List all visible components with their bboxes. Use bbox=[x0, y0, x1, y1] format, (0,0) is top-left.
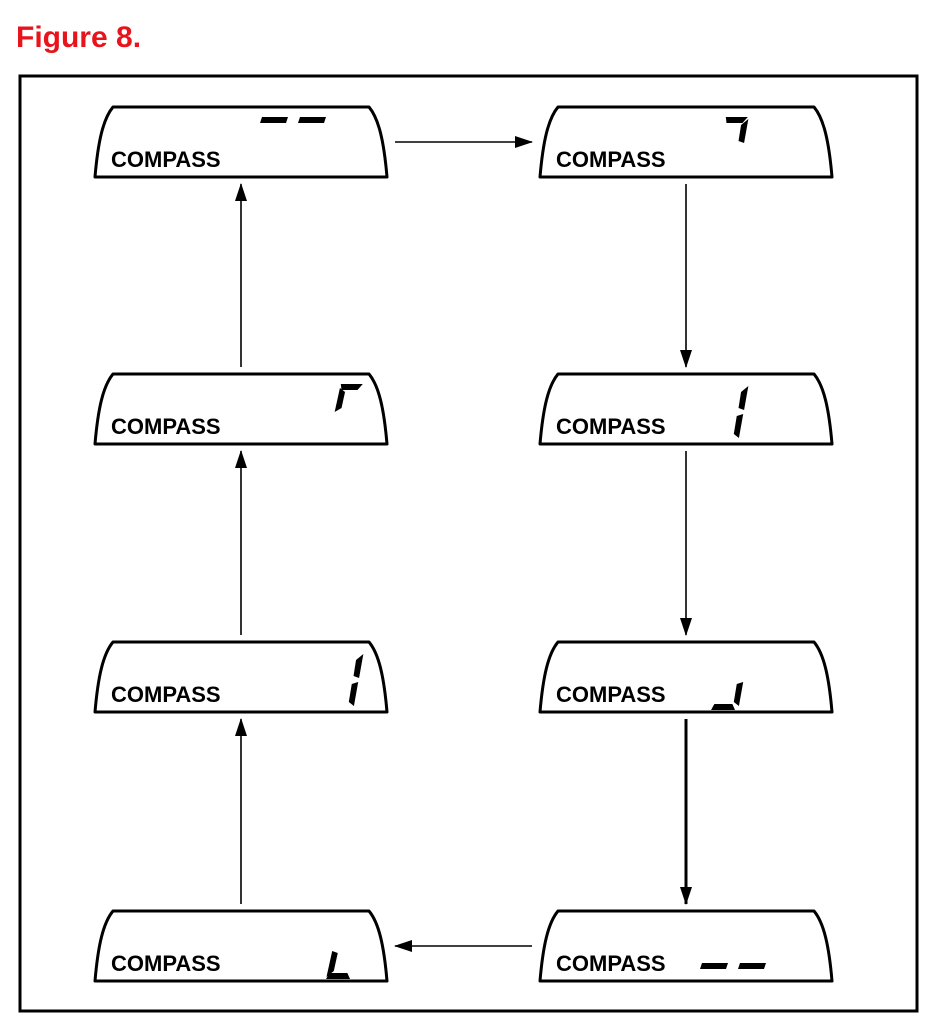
display-layer: COMPASS COMPASS COMPASS COMPASS COMPASS COMPA… bbox=[93, 105, 834, 983]
display-label: COMPASS bbox=[556, 682, 666, 707]
segment-dash-left bbox=[260, 117, 288, 123]
display-outline bbox=[538, 105, 834, 179]
segment-bottom bbox=[326, 973, 351, 979]
figure-title: Figure 8. bbox=[16, 21, 142, 54]
display-label: COMPASS bbox=[111, 951, 221, 976]
display-label: COMPASS bbox=[111, 414, 221, 439]
compass-display-bottom-left: COMPASS bbox=[93, 909, 389, 983]
compass-display-bottom-right: COMPASS bbox=[538, 909, 834, 983]
display-label: COMPASS bbox=[111, 682, 221, 707]
display-label: COMPASS bbox=[556, 414, 666, 439]
compass-display-low-right: COMPASS bbox=[538, 640, 834, 714]
segment-bottom-right bbox=[348, 682, 359, 706]
segment-bottom-right bbox=[733, 414, 744, 438]
display-label: COMPASS bbox=[111, 147, 221, 172]
segment-top bbox=[725, 117, 748, 123]
compass-display-mid-left: COMPASS bbox=[93, 372, 389, 446]
display-outline bbox=[93, 372, 389, 446]
segment-top-right bbox=[353, 654, 364, 678]
segment-top bbox=[340, 384, 363, 390]
segment-bottom-right bbox=[733, 682, 744, 706]
segment-dash-right bbox=[298, 117, 326, 123]
display-outline bbox=[93, 909, 389, 983]
segment-top-right bbox=[738, 119, 749, 143]
display-label: COMPASS bbox=[556, 147, 666, 172]
segment-bottom-left bbox=[326, 951, 338, 977]
segment-bottom bbox=[711, 704, 736, 710]
arrow-layer bbox=[235, 136, 692, 952]
segment-dash-right bbox=[738, 963, 766, 969]
segment-dash-left bbox=[700, 963, 728, 969]
display-outline bbox=[93, 640, 389, 714]
display-outline bbox=[93, 105, 389, 179]
display-outline bbox=[538, 372, 834, 446]
compass-display-top-left: COMPASS bbox=[93, 105, 389, 179]
compass-display-top-right: COMPASS bbox=[538, 105, 834, 179]
diagram-frame bbox=[18, 74, 919, 1013]
compass-display-mid-right: COMPASS bbox=[538, 372, 834, 446]
compass-display-low-left: COMPASS bbox=[93, 640, 389, 714]
segment-top-left bbox=[334, 388, 346, 412]
display-label: COMPASS bbox=[556, 951, 666, 976]
segment-top-right bbox=[738, 386, 749, 410]
display-outline bbox=[538, 640, 834, 714]
